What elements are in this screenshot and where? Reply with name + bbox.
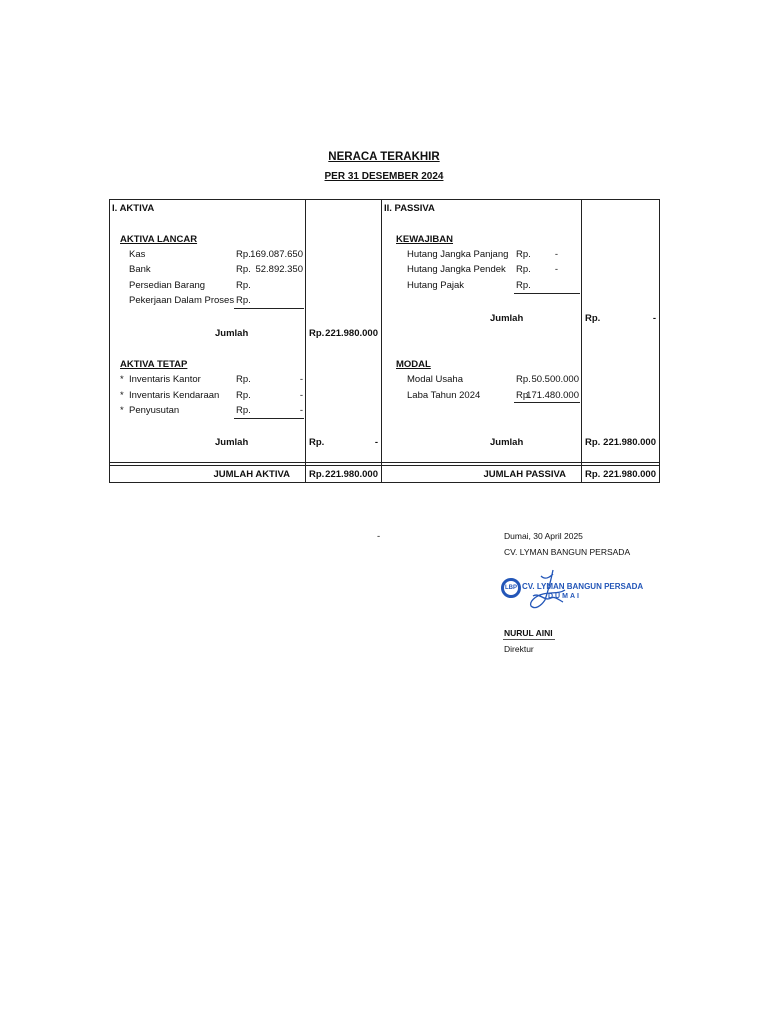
jumlah-rp: Rp. — [585, 313, 601, 324]
item-rp: Rp. — [236, 249, 251, 260]
item-value: - — [554, 264, 558, 275]
item-rp: Rp. — [236, 405, 251, 416]
item-value: 169.087.650 — [250, 249, 303, 260]
total-passiva-value: 221.980.000 — [603, 469, 656, 480]
divider — [109, 465, 660, 466]
signature-company: CV. LYMAN BANGUN PERSADA — [504, 547, 631, 557]
jumlah-rp: Rp. — [585, 437, 601, 448]
jumlah-value: - — [374, 437, 378, 448]
item-bullet: * — [120, 374, 124, 385]
jumlah-value: 221.980.000 — [325, 328, 378, 339]
divider — [381, 200, 382, 483]
balance-title: NERACA TERAKHIR — [328, 151, 440, 163]
jumlah-label: Jumlah — [215, 328, 249, 339]
aktiva-header: I. AKTIVA — [112, 203, 155, 214]
subtotal-underline — [514, 293, 580, 294]
item-value: 171.480.000 — [526, 390, 579, 401]
item-value: - — [299, 390, 303, 401]
total-aktiva-value: 221.980.000 — [325, 469, 378, 480]
item-label: Laba Tahun 2024 — [407, 390, 481, 401]
jumlah-label: Jumlah — [490, 313, 524, 324]
item-label: Inventaris Kendaraan — [129, 390, 220, 401]
signer-name: NURUL AINI — [504, 628, 553, 638]
item-label: Kas — [129, 249, 146, 260]
item-rp: Rp. — [516, 264, 531, 275]
subtotal-underline — [234, 308, 304, 309]
item-label: Hutang Jangka Panjang — [407, 249, 509, 260]
item-value: - — [299, 405, 303, 416]
jumlah-rp: Rp. — [309, 328, 325, 339]
item-label: Modal Usaha — [407, 374, 463, 385]
balance-table — [109, 199, 660, 483]
jumlah-value: 221.980.000 — [603, 437, 656, 448]
total-passiva-rp: Rp. — [585, 469, 601, 480]
item-rp: Rp. — [516, 280, 531, 291]
item-rp: Rp. — [516, 374, 531, 385]
item-label: Pekerjaan Dalam Proses — [129, 295, 235, 306]
item-bullet: * — [120, 390, 124, 401]
item-rp: Rp. — [516, 390, 531, 401]
modal-heading: MODAL — [396, 359, 431, 370]
item-rp: Rp. — [236, 280, 251, 291]
item-label: Penyusutan — [129, 405, 180, 416]
total-aktiva-rp: Rp. — [309, 469, 325, 480]
subtotal-underline — [514, 402, 580, 403]
jumlah-rp: Rp. — [309, 437, 325, 448]
signer-position: Direktur — [504, 644, 534, 654]
divider — [305, 200, 306, 483]
total-passiva-label: JUMLAH PASSIVA — [483, 469, 566, 480]
signature-place-date: Dumai, 30 April 2025 — [504, 531, 583, 541]
company-stamp-text: CV. LYMAN BANGUN PERSADA — [522, 582, 644, 591]
signature-line — [503, 639, 555, 640]
company-stamp-city: DUMAI — [548, 593, 581, 600]
handwritten-signature — [529, 569, 566, 609]
passiva-header: II. PASSIVA — [384, 203, 435, 214]
item-rp: Rp. — [236, 390, 251, 401]
subtotal-underline — [234, 418, 304, 419]
jumlah-label: Jumlah — [215, 437, 249, 448]
balance-date: PER 31 DESEMBER 2024 — [324, 171, 444, 182]
divider — [581, 200, 582, 483]
item-value: - — [299, 374, 303, 385]
kewajiban-heading: KEWAJIBAN — [396, 234, 454, 245]
total-aktiva-label: JUMLAH AKTIVA — [213, 469, 290, 480]
item-rp: Rp. — [236, 264, 251, 275]
item-value: 50.500.000 — [531, 374, 579, 385]
item-label: Inventaris Kantor — [129, 374, 201, 385]
jumlah-value: - — [652, 313, 656, 324]
item-rp: Rp. — [236, 374, 251, 385]
item-value: 52.892.350 — [255, 264, 303, 275]
item-label: Hutang Jangka Pendek — [407, 264, 506, 275]
item-value: - — [554, 249, 558, 260]
stray-mark: - — [377, 531, 381, 542]
item-label: Hutang Pajak — [407, 280, 465, 291]
item-bullet: * — [120, 405, 124, 416]
item-label: Persedian Barang — [129, 280, 206, 291]
aktiva-lancar-heading: AKTIVA LANCAR — [120, 234, 198, 245]
company-stamp-logo: LBP — [501, 578, 521, 598]
divider — [109, 462, 660, 463]
item-rp: Rp. — [516, 249, 531, 260]
item-rp: Rp. — [236, 295, 251, 306]
aktiva-tetap-heading: AKTIVA TETAP — [120, 359, 188, 370]
jumlah-label: Jumlah — [490, 437, 524, 448]
item-label: Bank — [129, 264, 151, 275]
